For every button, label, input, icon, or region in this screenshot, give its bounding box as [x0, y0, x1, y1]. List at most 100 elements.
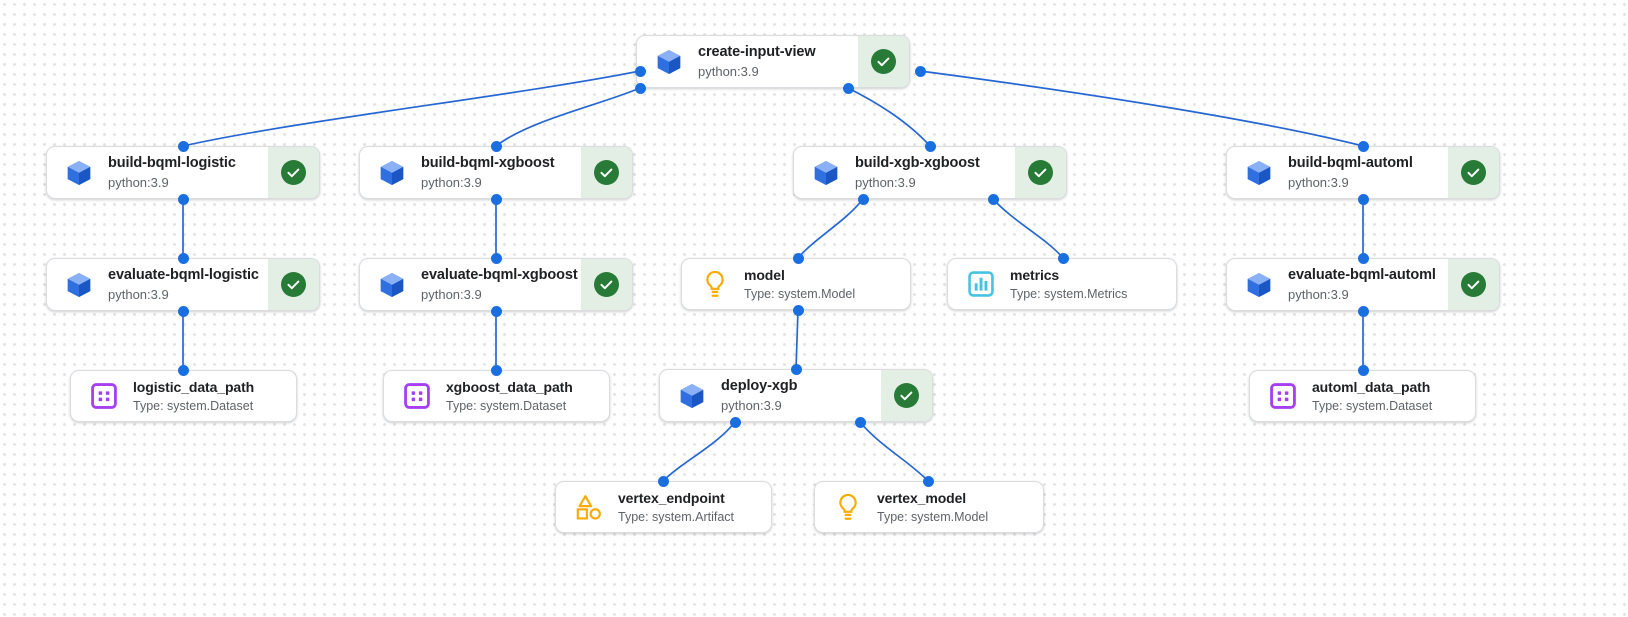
node-title: vertex_model: [877, 489, 967, 506]
port-output-model[interactable]: [792, 304, 804, 316]
check-circle-icon: [281, 272, 306, 297]
port-output-build-xgb-xgboost[interactable]: [857, 193, 869, 205]
edge-build-xgb-xgboost-to-model: [797, 198, 864, 259]
port-input-xgboost_data_path[interactable]: [490, 364, 502, 376]
port-output-build-bqml-xgboost[interactable]: [490, 193, 502, 205]
port-input-vertex_model[interactable]: [922, 475, 934, 487]
port-input-logistic_data_path[interactable]: [177, 364, 189, 376]
port-input-evaluate-bqml-logistic[interactable]: [177, 252, 189, 264]
port-output-evaluate-bqml-logistic[interactable]: [177, 305, 189, 317]
node-subtitle: python:3.9: [421, 175, 482, 190]
bar-chart-icon: [966, 269, 996, 299]
port-input-evaluate-bqml-xgboost[interactable]: [490, 252, 502, 264]
port-input-evaluate-bqml-automl[interactable]: [1357, 252, 1369, 264]
node-subtitle: Type: system.Dataset: [446, 398, 567, 413]
port-output-create-input-view[interactable]: [634, 82, 646, 94]
port-output-deploy-xgb[interactable]: [729, 416, 741, 428]
edge-deploy-xgb-to-vertex_endpoint: [662, 421, 736, 482]
node-subtitle: python:3.9: [108, 287, 169, 302]
edge-create-input-view-to-build-bqml-automl: [919, 70, 1364, 147]
node-title: build-bqml-automl: [1288, 155, 1413, 171]
status-badge: [581, 259, 632, 310]
port-output-deploy-xgb[interactable]: [854, 416, 866, 428]
port-input-metrics[interactable]: [1057, 252, 1069, 264]
check-circle-icon: [594, 160, 619, 185]
node-title: build-bqml-logistic: [108, 155, 236, 171]
port-output-build-xgb-xgboost[interactable]: [987, 193, 999, 205]
node-title: evaluate-bqml-logistic: [108, 267, 259, 283]
status-badge: [1448, 259, 1499, 310]
node-evaluate-bqml-logistic[interactable]: evaluate-bqml-logistic python:3.9: [46, 258, 320, 311]
port-output-create-input-view[interactable]: [634, 65, 646, 77]
port-output-build-bqml-automl[interactable]: [1357, 193, 1369, 205]
port-input-build-bqml-xgboost[interactable]: [490, 140, 502, 152]
port-input-build-xgb-xgboost[interactable]: [924, 140, 936, 152]
port-input-build-bqml-logistic[interactable]: [177, 140, 189, 152]
dataset-icon: [1268, 381, 1298, 411]
check-circle-icon: [1461, 272, 1486, 297]
node-build-bqml-xgboost[interactable]: build-bqml-xgboost python:3.9: [359, 146, 633, 199]
edge-create-input-view-to-build-bqml-logistic: [182, 70, 641, 147]
status-badge: [268, 147, 319, 198]
cube-icon: [654, 47, 684, 77]
artifact-shapes-icon: [574, 492, 604, 522]
cube-icon: [677, 381, 707, 411]
check-circle-icon: [1028, 160, 1053, 185]
port-input-model[interactable]: [792, 252, 804, 264]
node-subtitle: Type: system.Metrics: [1010, 286, 1128, 301]
cube-icon: [64, 158, 94, 188]
port-input-deploy-xgb[interactable]: [790, 363, 802, 375]
node-title: evaluate-bqml-xgboost: [421, 267, 578, 283]
node-build-bqml-logistic[interactable]: build-bqml-logistic python:3.9: [46, 146, 320, 199]
port-output-evaluate-bqml-xgboost[interactable]: [490, 305, 502, 317]
port-output-build-bqml-logistic[interactable]: [177, 193, 189, 205]
node-subtitle: python:3.9: [108, 175, 169, 190]
edge-model-to-deploy-xgb: [795, 309, 799, 370]
node-title: build-bqml-xgboost: [421, 155, 555, 171]
port-input-build-bqml-automl[interactable]: [1357, 140, 1369, 152]
node-text: evaluate-bqml-logistic python:3.9: [108, 266, 259, 303]
node-subtitle: python:3.9: [698, 64, 759, 79]
node-title: xgboost_data_path: [446, 378, 573, 395]
port-output-evaluate-bqml-automl[interactable]: [1357, 305, 1369, 317]
node-title: deploy-xgb: [721, 378, 798, 394]
port-input-automl_data_path[interactable]: [1357, 364, 1369, 376]
node-body: build-bqml-xgboost python:3.9: [360, 147, 581, 198]
port-output-create-input-view[interactable]: [914, 65, 926, 77]
port-input-vertex_endpoint[interactable]: [657, 475, 669, 487]
port-output-create-input-view[interactable]: [842, 82, 854, 94]
